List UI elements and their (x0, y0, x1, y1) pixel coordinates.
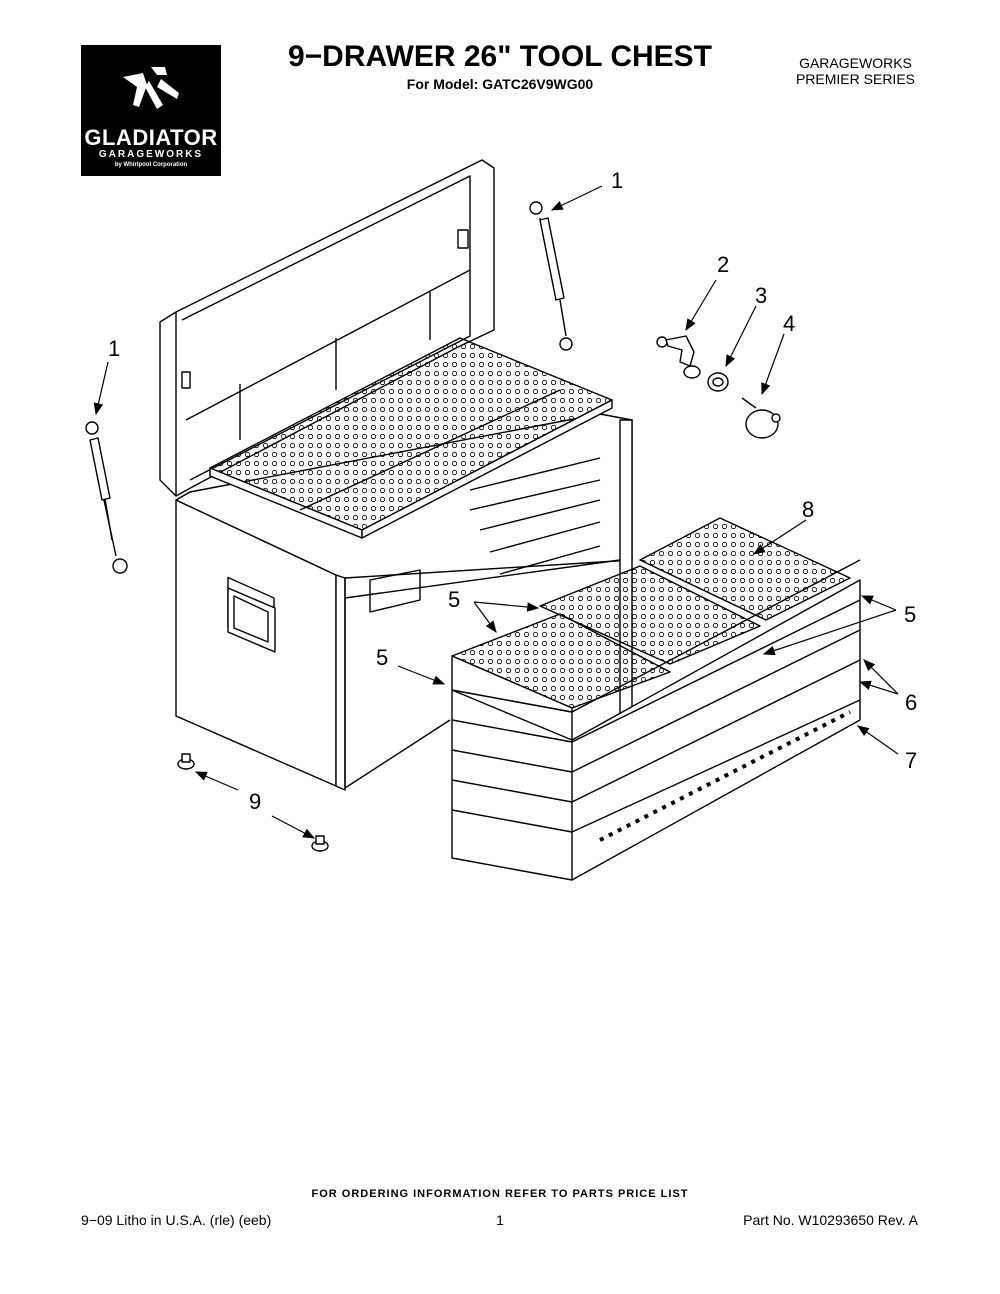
leveling-feet (177, 753, 329, 852)
leader-arrows (93, 185, 899, 839)
gladiator-logo: GLADIATOR GARAGEWORKS by Whirlpool Corpo… (81, 45, 221, 176)
series-line-1: GARAGEWORKS (799, 55, 912, 71)
lock-cylinder (683, 365, 729, 392)
callout-3: 3 (755, 283, 768, 308)
logo-corp: by Whirlpool Corporation (114, 162, 188, 168)
drawer-stack (451, 517, 861, 881)
series-label: GARAGEWORKS PREMIER SERIES (796, 55, 915, 87)
logo-sub: GARAGEWORKS (98, 149, 204, 160)
part-number: Part No. W10293650 Rev. A (743, 1212, 918, 1228)
callout-8: 8 (802, 497, 815, 522)
lock-cable (741, 397, 781, 439)
litho-info: 9−09 Litho in U.S.A. (rle) (eeb) (81, 1212, 272, 1228)
callout-4: 4 (783, 311, 796, 336)
callout-1-right: 1 (611, 168, 624, 193)
callout-5-right: 5 (904, 602, 917, 627)
callout-7: 7 (905, 748, 918, 773)
callout-5-top: 5 (448, 587, 461, 612)
gas-spring-right (529, 201, 573, 351)
callout-5-left: 5 (376, 645, 389, 670)
gas-spring-left (85, 421, 128, 574)
callout-1-left: 1 (108, 336, 121, 361)
lock-bracket (656, 335, 695, 367)
logo-mark-icon (123, 67, 179, 109)
callout-6: 6 (905, 690, 918, 715)
page-title: 9−DRAWER 26" TOOL CHEST (287, 40, 713, 73)
model-subtitle: For Model: GATC26V9WG00 (406, 76, 594, 92)
logo-name: GLADIATOR (84, 125, 218, 150)
callout-2: 2 (717, 252, 730, 277)
series-line-2: PREMIER SERIES (795, 71, 915, 87)
top-tray (209, 337, 613, 539)
callout-9: 9 (249, 789, 262, 814)
ordering-note: FOR ORDERING INFORMATION REFER TO PARTS … (311, 1188, 689, 1200)
page-number: 1 (496, 1212, 504, 1228)
